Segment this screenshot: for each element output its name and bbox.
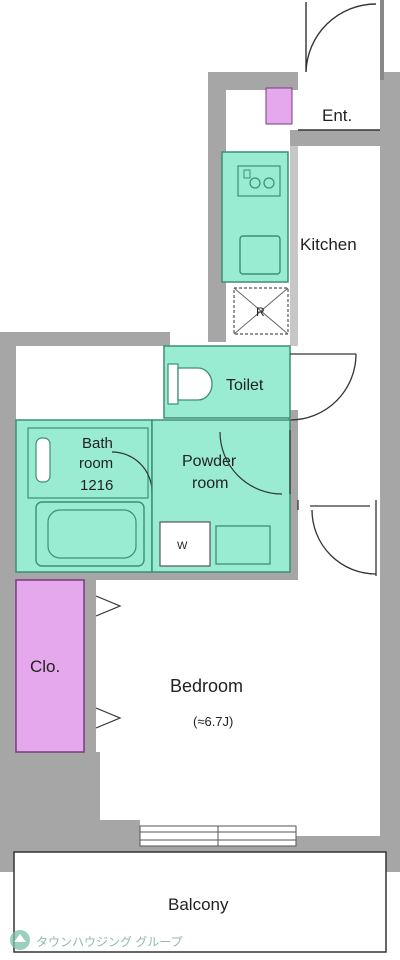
watermark-text: タウンハウジング グループ — [36, 935, 183, 949]
washbasin-icon — [35, 437, 51, 483]
sink-icon — [239, 235, 281, 275]
bath-label-1: Bath — [82, 435, 113, 452]
closet-door-lower — [95, 707, 122, 729]
washer-label: W — [177, 540, 188, 552]
powder-label-2: room — [192, 475, 228, 492]
hall-door — [297, 500, 377, 576]
kitchen-area: R Kitchen — [221, 146, 357, 342]
powder-label-1: Powder — [182, 453, 237, 470]
entrance-area: Ent. — [226, 2, 380, 131]
bath-label-3: 1216 — [80, 477, 113, 494]
entry-door — [305, 2, 377, 73]
svg-text:R: R — [256, 305, 265, 319]
vanity-icon — [215, 525, 271, 565]
bedroom-label: Bedroom — [170, 676, 243, 696]
toilet-bowl-icon — [177, 367, 213, 401]
closet-area: Clo. — [15, 579, 122, 753]
toilet-area: Toilet — [163, 345, 357, 421]
washer-space — [159, 521, 211, 567]
bath-label-2: room — [79, 455, 113, 472]
balcony-label: Balcony — [168, 895, 229, 914]
powder-area: W Powder room — [151, 419, 291, 573]
refrigerator-icon: R — [233, 287, 289, 335]
balcony-area: Balcony — [13, 851, 387, 953]
closet-label: Clo. — [30, 657, 60, 676]
closet-door-upper — [95, 595, 122, 617]
balcony — [13, 851, 387, 953]
toilet-door — [289, 353, 357, 421]
powder-door — [219, 430, 291, 495]
toilet-label: Toilet — [226, 377, 264, 394]
bedroom-area: Bedroom (≈6.7J) — [139, 676, 297, 847]
watermark: タウンハウジング グループ — [10, 930, 183, 950]
bedroom-window — [139, 825, 297, 847]
toilet-tank-icon — [167, 363, 179, 405]
entrance-shoe-cabinet — [265, 87, 293, 125]
bedroom-size: (≈6.7J) — [193, 714, 233, 729]
kitchen-label: Kitchen — [300, 235, 357, 254]
entrance-label: Ent. — [322, 106, 352, 125]
closet — [15, 579, 85, 753]
bath-area: Bath room 1216 — [15, 419, 153, 573]
